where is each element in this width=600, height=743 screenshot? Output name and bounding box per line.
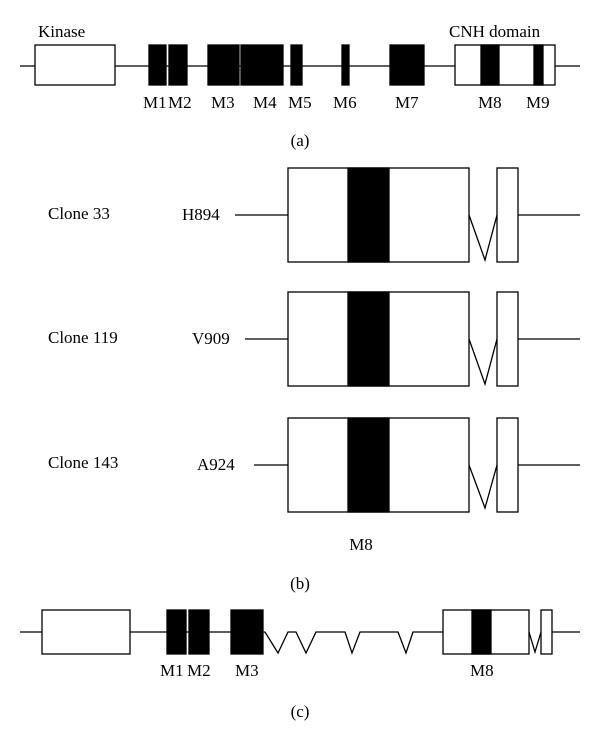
panel-c — [20, 609, 580, 655]
motif-m2-block — [168, 44, 188, 86]
panel-a-caption: (a) — [291, 131, 310, 150]
panel-c-caption: (c) — [291, 702, 310, 721]
motif-m3-block — [207, 44, 240, 86]
panel-c-label-m8: M8 — [470, 661, 494, 680]
kinase-label: Kinase — [38, 22, 85, 41]
motif-label-m7: M7 — [395, 93, 419, 112]
motif-label-m8: M8 — [478, 93, 502, 112]
motif-m1-block — [148, 44, 167, 86]
motif-label-m6: M6 — [333, 93, 357, 112]
clone-33-residue: H894 — [182, 205, 220, 224]
motif-label-m2: M2 — [168, 93, 192, 112]
clone-143-name: Clone 143 — [48, 453, 118, 472]
clone-119-splice-line — [468, 338, 498, 387]
clone-33-name: Clone 33 — [48, 204, 110, 223]
motif-label-m4: M4 — [253, 93, 277, 112]
motif-label-m3: M3 — [211, 93, 235, 112]
motif-m9-block — [533, 44, 544, 86]
clone-143-construct — [254, 417, 580, 513]
clone-143-exon-box — [496, 417, 519, 513]
panel-c-final-splice — [528, 631, 542, 655]
clone-119-construct — [245, 291, 580, 387]
panel-c-label-m3: M3 — [235, 661, 259, 680]
clone-33-construct — [235, 167, 580, 263]
motif-label-m1: M1 — [143, 93, 167, 112]
motif-m7-block — [389, 44, 425, 86]
motif-m6-block — [341, 44, 350, 86]
panel-c-exon-box — [540, 609, 553, 655]
panel-b-caption: (b) — [290, 574, 310, 593]
clone-33-m8-block — [347, 167, 390, 263]
panel-c-m8-block — [471, 609, 492, 655]
clone-143-splice-line — [468, 464, 498, 511]
motif-m5-block — [290, 44, 303, 86]
clone-119-residue: V909 — [192, 329, 230, 348]
clone-143-m8-block — [347, 417, 390, 513]
panel-c-splice-lines — [264, 631, 443, 655]
panel-c-m2-block — [188, 609, 210, 655]
panel-c-label-m1: M1 — [160, 661, 184, 680]
panel-c-label-m2: M2 — [187, 661, 211, 680]
motif-m8-block — [480, 44, 500, 86]
clone-33-exon-box — [496, 167, 519, 263]
clone-119-name: Clone 119 — [48, 328, 118, 347]
motif-m4-block — [240, 44, 284, 86]
cnh-domain-label: CNH domain — [449, 22, 541, 41]
clone-119-m8-block — [347, 291, 390, 387]
motif-label-m5: M5 — [288, 93, 312, 112]
panel-c-m3-block — [230, 609, 264, 655]
motif-label-m9: M9 — [526, 93, 550, 112]
panel-c-kinase-box — [41, 609, 131, 655]
panel-a — [20, 44, 580, 86]
clone-143-residue: A924 — [197, 455, 235, 474]
panel-b-m8-label: M8 — [349, 535, 373, 554]
clone-33-splice-line — [468, 214, 498, 263]
panel-c-m1-block — [166, 609, 187, 655]
kinase-domain-box — [34, 44, 116, 86]
clone-119-exon-box — [496, 291, 519, 387]
